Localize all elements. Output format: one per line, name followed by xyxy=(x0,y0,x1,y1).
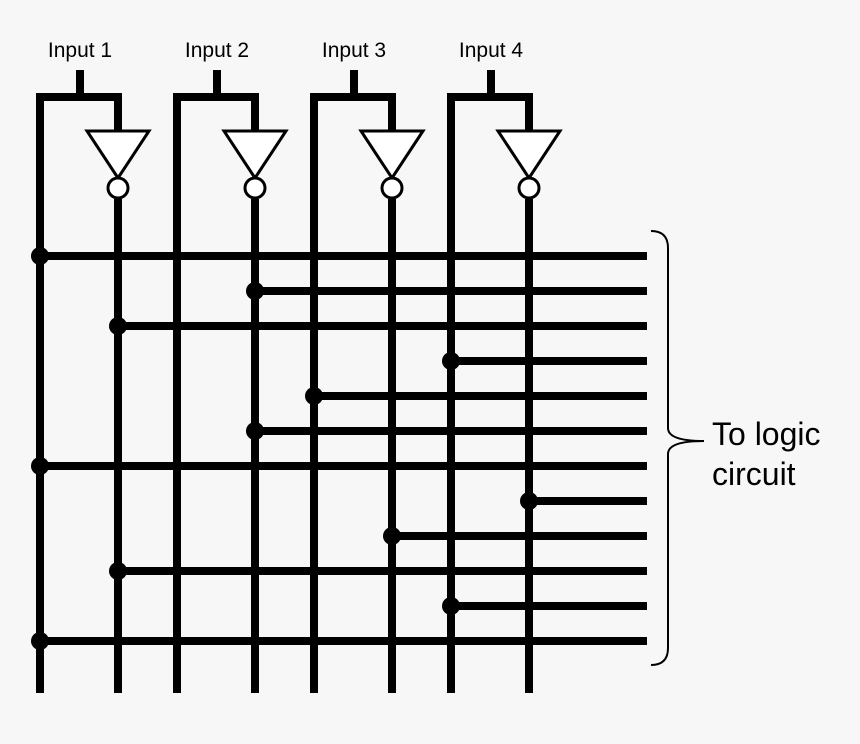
input-2-inverter-triangle xyxy=(221,129,289,181)
input-1-label: Input 1 xyxy=(48,39,112,62)
input-4-inverter-triangle xyxy=(495,129,563,181)
output-brace xyxy=(650,230,705,666)
input-2-inverter-bubble xyxy=(243,176,267,200)
row-4-junction-dot xyxy=(442,352,460,370)
input-4-label: Input 4 xyxy=(459,39,524,62)
connection-dots xyxy=(31,247,538,650)
input-3-inverter-triangle xyxy=(358,129,426,181)
output-label-line1: To logic xyxy=(712,416,821,452)
row-5-junction-dot xyxy=(305,387,323,405)
row-7-junction-dot xyxy=(31,457,49,475)
row-3-junction-dot xyxy=(109,317,127,335)
row-2-junction-dot xyxy=(246,282,264,300)
row-8-junction-dot xyxy=(520,492,538,510)
row-1-junction-dot xyxy=(31,247,49,265)
row-12-junction-dot xyxy=(31,632,49,650)
row-11-junction-dot xyxy=(442,597,460,615)
input-1-inverter-bubble xyxy=(106,176,130,200)
input-3-inverter-bubble xyxy=(380,176,404,200)
inverter-gates xyxy=(84,129,563,200)
row-9-junction-dot xyxy=(383,527,401,545)
output-label-line2: circuit xyxy=(712,456,796,492)
input-2-label: Input 2 xyxy=(185,39,249,62)
row-6-junction-dot xyxy=(246,422,264,440)
input-1-inverter-triangle xyxy=(84,129,152,181)
input-4-inverter-bubble xyxy=(517,176,541,200)
row-10-junction-dot xyxy=(109,562,127,580)
input-3-label: Input 3 xyxy=(322,39,386,62)
